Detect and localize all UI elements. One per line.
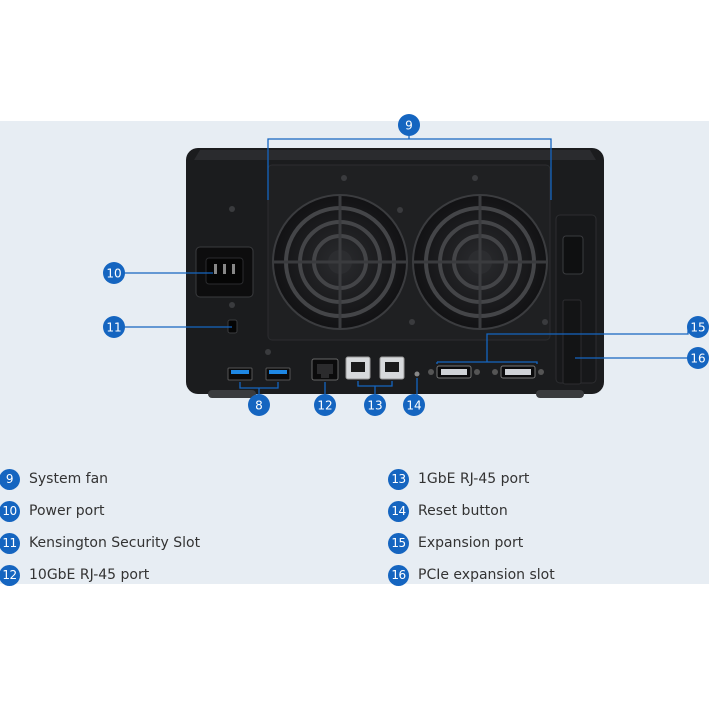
fan-left-icon	[272, 194, 408, 330]
legend-number: 12	[0, 564, 20, 586]
legend-item-13: 13 1GbE RJ-45 port	[388, 468, 529, 490]
svg-text:8: 8	[255, 399, 263, 413]
callout-badge-12: 12	[314, 394, 336, 416]
nas-device	[186, 148, 604, 398]
power-socket-icon	[195, 246, 254, 298]
legend-label: Power port	[29, 503, 105, 519]
svg-text:9: 9	[405, 119, 413, 133]
device-top-bevel	[194, 150, 596, 160]
legend-item-12: 12 10GbE RJ-45 port	[0, 564, 149, 586]
device-foot-left	[208, 390, 256, 398]
legend-number: 10	[0, 500, 20, 522]
usb-port-icon	[227, 367, 291, 381]
callout-badge-16: 16	[687, 347, 709, 369]
callout-badge-15: 15	[687, 316, 709, 338]
legend-number: 15	[388, 532, 409, 554]
svg-text:10: 10	[106, 267, 121, 281]
reset-button-icon	[414, 371, 420, 377]
svg-text:13: 13	[367, 399, 382, 413]
callout-badge-14: 14	[403, 394, 425, 416]
pcie-slot-bracket	[562, 235, 584, 275]
legend-item-9: 9 System fan	[0, 468, 108, 490]
fan-right-icon	[412, 194, 548, 330]
legend-item-15: 15 Expansion port	[388, 532, 523, 554]
svg-text:16: 16	[690, 352, 705, 366]
svg-text:11: 11	[106, 321, 121, 335]
legend-item-14: 14 Reset button	[388, 500, 508, 522]
legend-label: Kensington Security Slot	[29, 535, 201, 551]
legend-number: 13	[388, 468, 409, 490]
legend-item-10: 10 Power port	[0, 500, 104, 522]
pcie-slot-cover	[562, 299, 582, 385]
device-foot-right	[536, 390, 584, 398]
callout-lines	[124, 132, 689, 398]
svg-text:12: 12	[317, 399, 332, 413]
callout-badge-8: 8	[248, 394, 270, 416]
legend-number: 14	[388, 500, 409, 522]
legend-item-11: 11 Kensington Security Slot	[0, 532, 200, 554]
rj45-1gbe-icon	[345, 356, 405, 380]
legend-item-16: 16 PCIe expansion slot	[388, 564, 555, 586]
legend-number: 9	[0, 468, 20, 490]
svg-text:15: 15	[690, 321, 705, 335]
rj45-10gbe-icon	[311, 358, 339, 381]
legend-label: PCIe expansion slot	[418, 567, 555, 583]
legend-number: 11	[0, 532, 20, 554]
esata-port-icon	[428, 365, 544, 379]
callout-badge-11: 11	[103, 316, 125, 338]
callout-badge-10: 10	[103, 262, 125, 284]
legend-label: 1GbE RJ-45 port	[418, 471, 530, 487]
legend-label: Reset button	[418, 503, 508, 519]
legend-label: Expansion port	[418, 535, 524, 551]
screw-icons	[229, 175, 548, 355]
callout-badge-9: 9	[398, 114, 420, 136]
callout-badge-13: 13	[364, 394, 386, 416]
svg-text:14: 14	[406, 399, 421, 413]
legend-number: 16	[388, 564, 409, 586]
legend-label: System fan	[29, 471, 109, 487]
legend-label: 10GbE RJ-45 port	[29, 567, 150, 583]
